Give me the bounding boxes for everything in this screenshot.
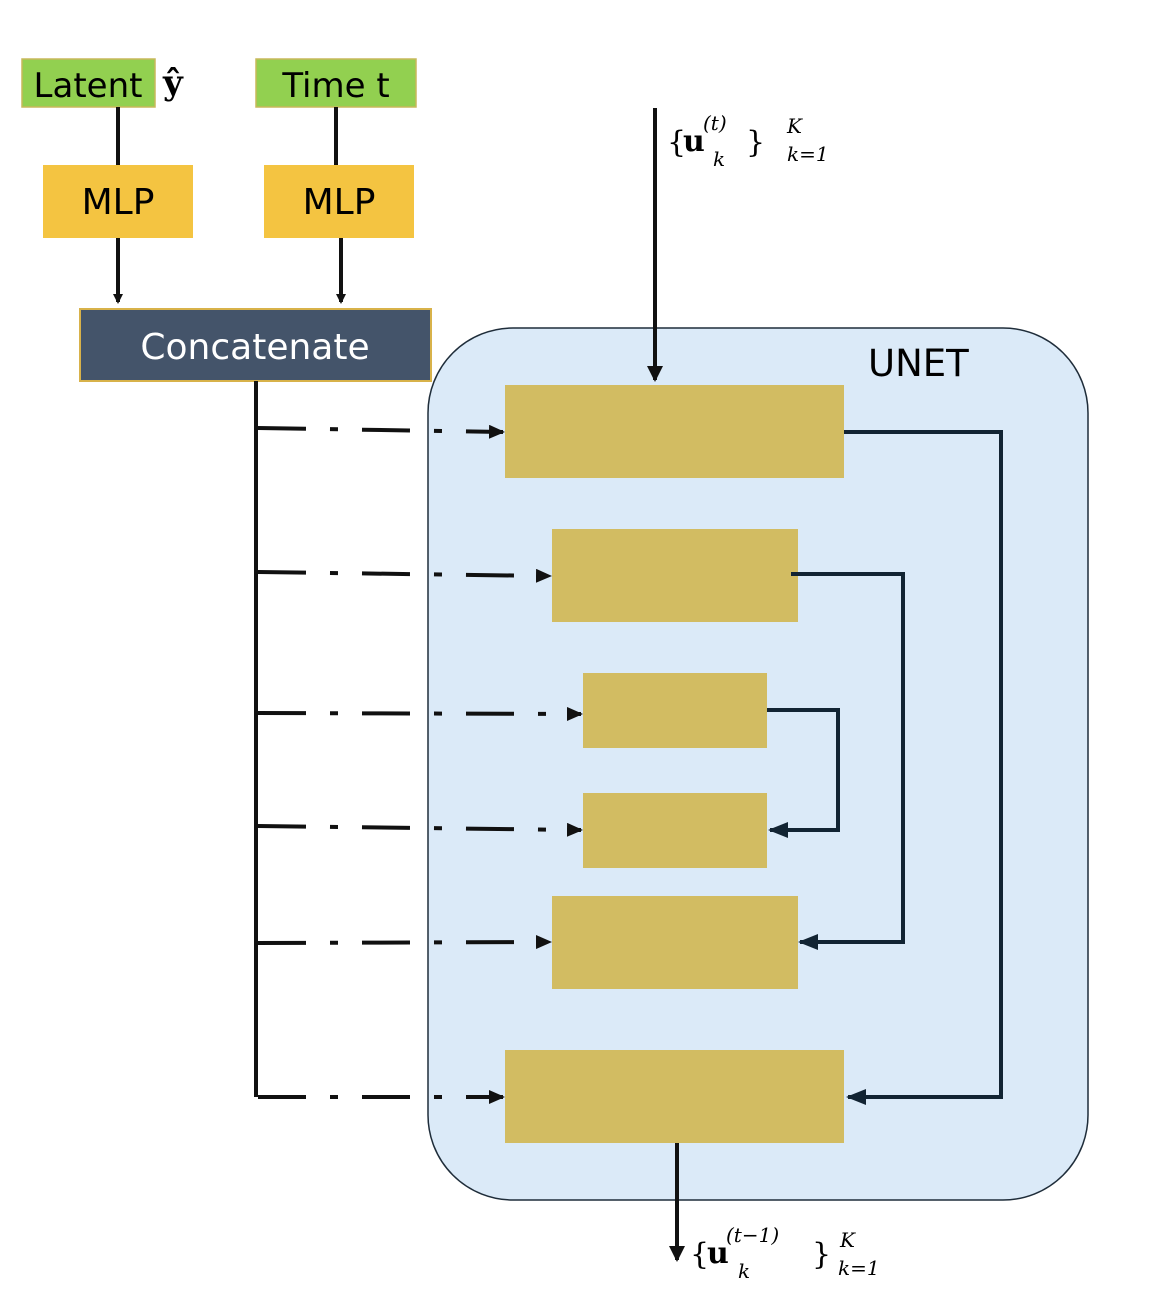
latent-input-label: Latent [34, 66, 143, 106]
input-math-upper: K [786, 114, 803, 138]
input-math-close: } [746, 125, 765, 160]
mlp-left-box [43, 165, 193, 238]
unet-block-encoder-3 [583, 673, 767, 748]
input-math-sub: k [713, 147, 725, 171]
skip-connections [767, 430, 1003, 1105]
skip-connection-inner [767, 708, 840, 838]
output-math-open: { [690, 1237, 709, 1272]
unet-block-encoder-1 [505, 385, 844, 478]
mlp-right-box [264, 165, 414, 238]
concatenate-box [79, 308, 432, 382]
conditioning-arrow-2 [257, 568, 552, 583]
input-math-label: { u (t) k } K k=1 [667, 111, 829, 171]
unet-block-decoder-1 [505, 1050, 844, 1143]
input-math-lower: k=1 [787, 142, 829, 166]
latent-input-box [21, 58, 156, 108]
output-math-lower: k=1 [838, 1256, 880, 1280]
skip-connection-middle [791, 572, 905, 950]
unet-block-encoder-2 [552, 529, 798, 622]
output-math-close: } [812, 1237, 831, 1272]
unet-label: UNET [868, 342, 969, 385]
output-math-sub: k [738, 1259, 750, 1283]
output-math-label: { u (t−1) k } K k=1 [690, 1223, 880, 1283]
unet-block-decoder-3 [583, 793, 767, 868]
latent-symbol: ŷ [162, 63, 184, 103]
input-math-open: { [667, 125, 686, 160]
time-input-label: Time t [281, 66, 389, 106]
time-input-box [255, 58, 417, 108]
output-math-upper: K [839, 1228, 856, 1252]
output-math-sup: (t−1) [726, 1223, 779, 1247]
concatenate-label: Concatenate [140, 327, 369, 368]
unet-block-decoder-2 [552, 896, 798, 989]
conditioning-arrow-5 [257, 935, 552, 950]
skip-connection-outer [844, 430, 1003, 1105]
mlp-left-label: MLP [82, 182, 155, 223]
conditioning-arrow-1 [257, 424, 505, 439]
output-math-base: u [707, 1236, 729, 1271]
input-math-sup: (t) [703, 111, 727, 135]
conditioning-arrows [257, 424, 583, 1104]
input-math-base: u [683, 124, 705, 159]
mlp-right-label: MLP [303, 182, 376, 223]
